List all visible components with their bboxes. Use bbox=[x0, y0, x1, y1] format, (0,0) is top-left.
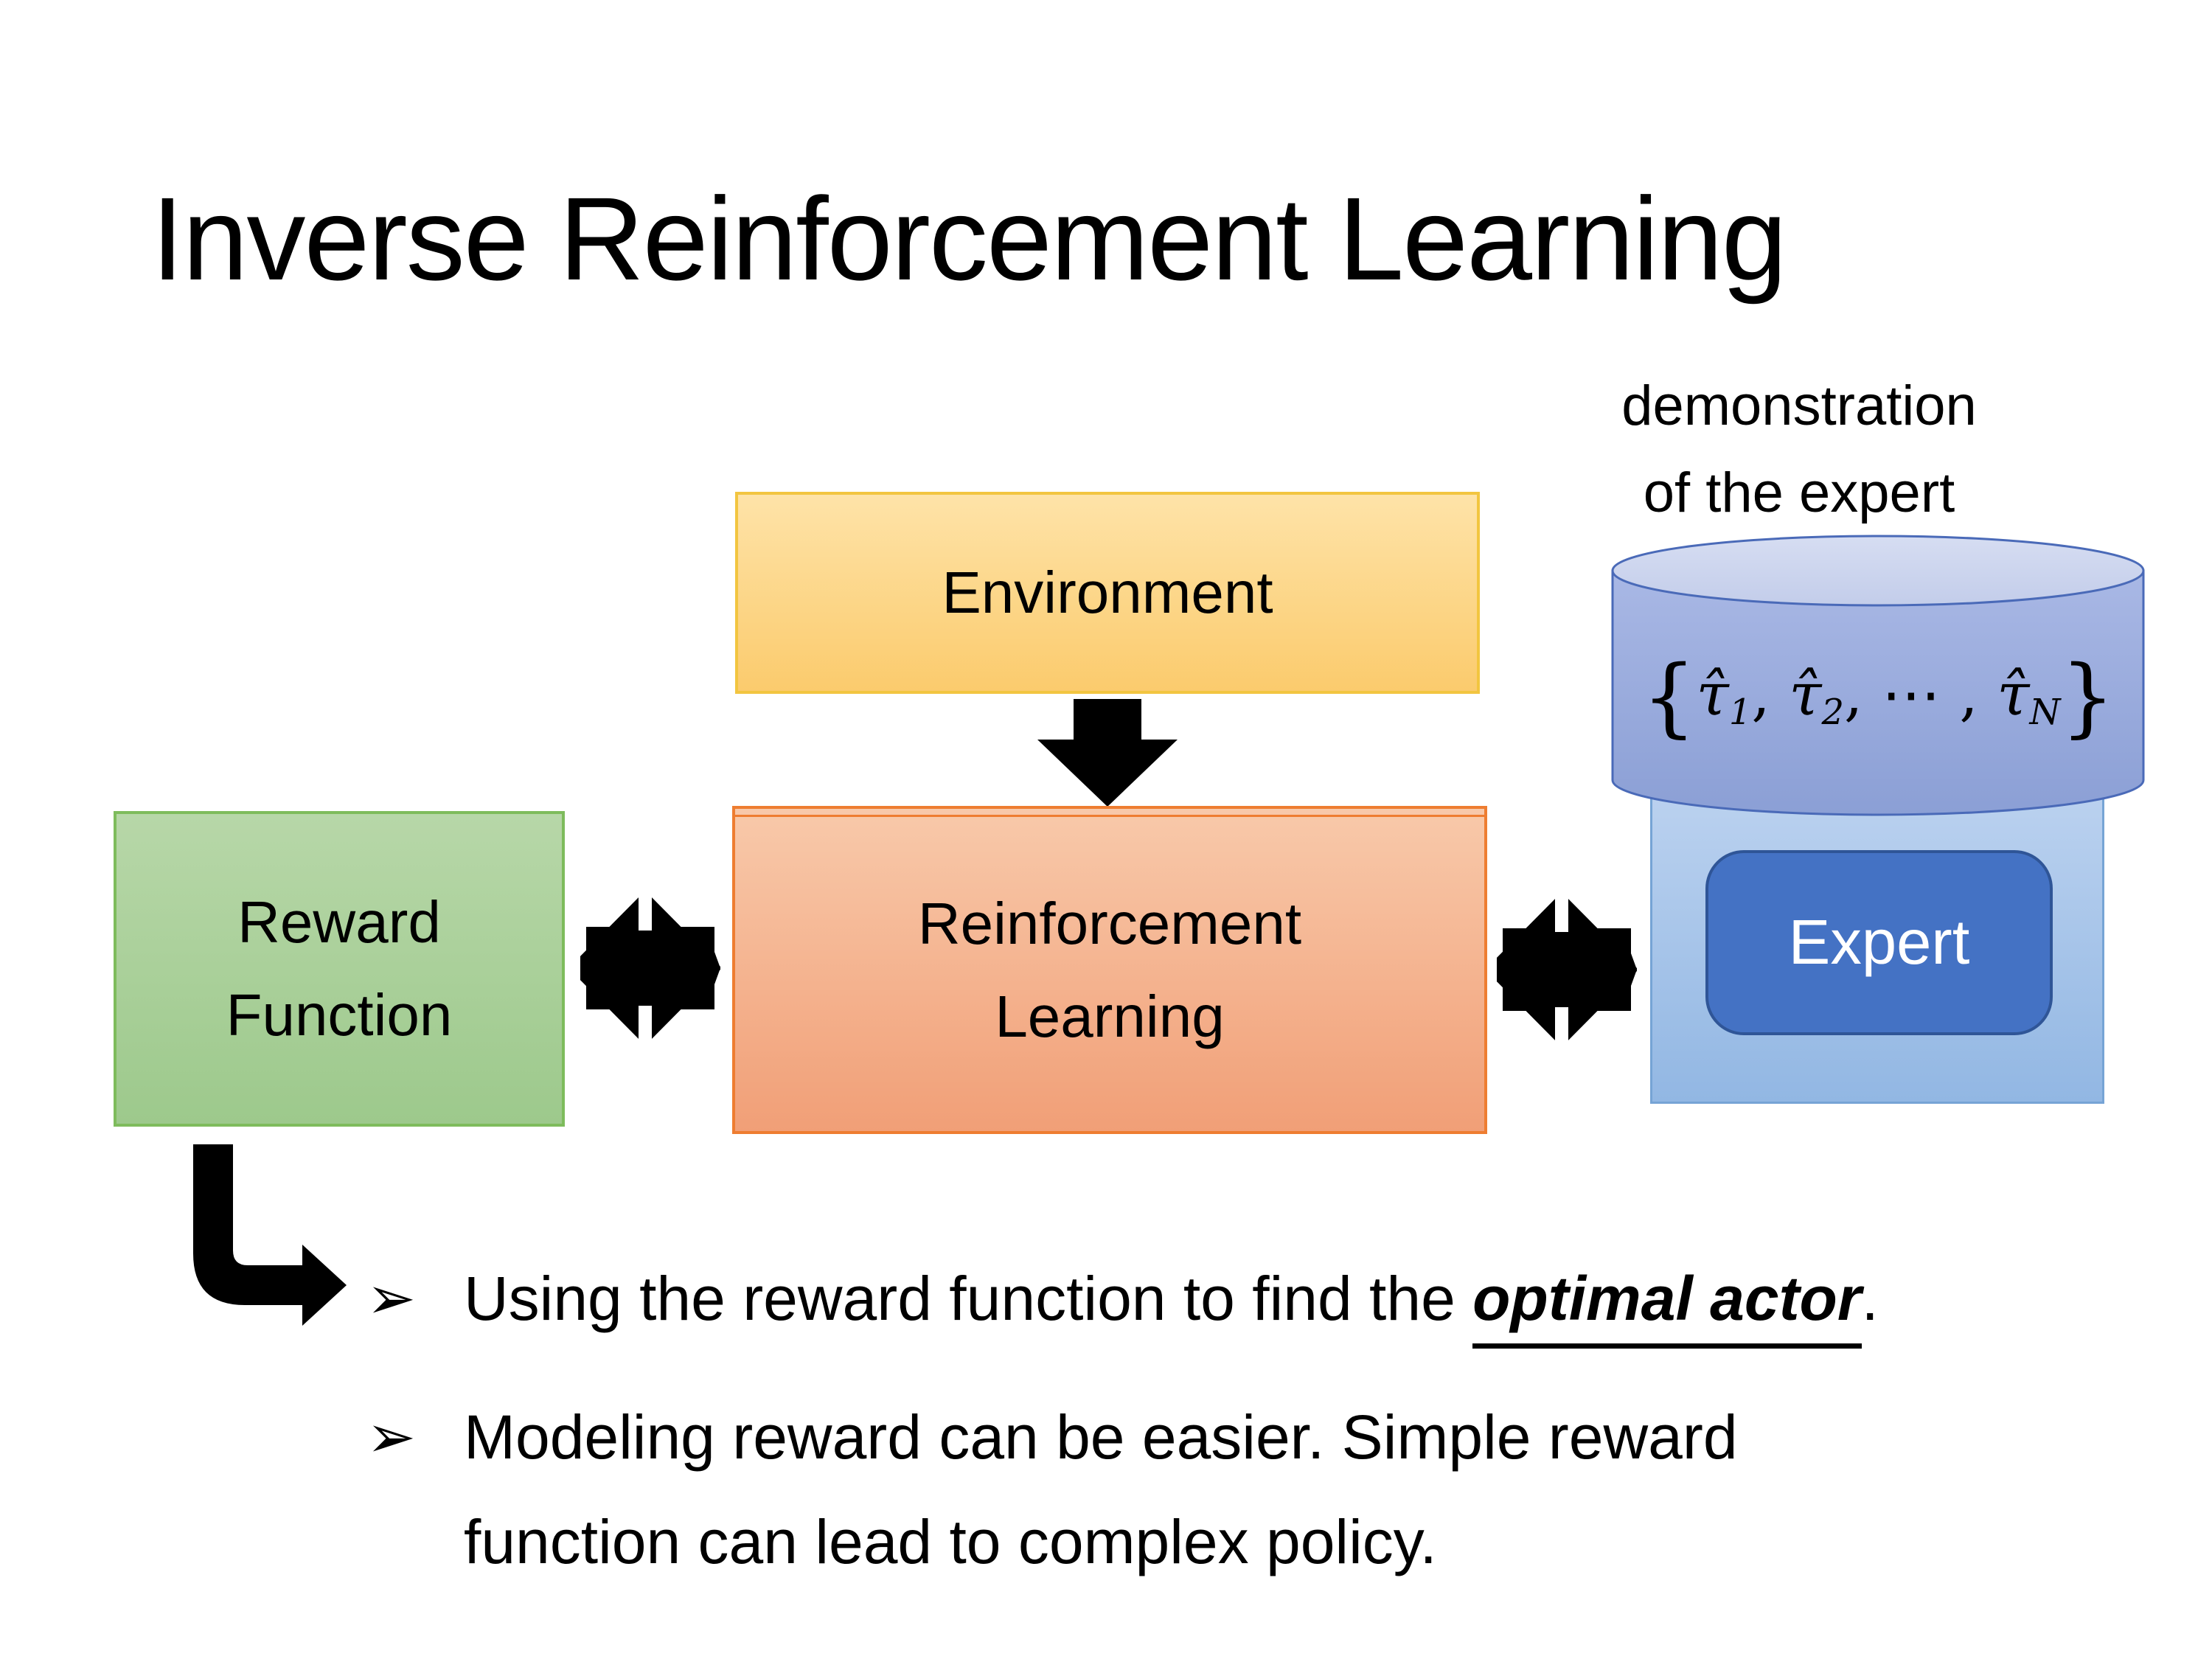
reinforcement-learning-box: Reinforcement Learning bbox=[732, 806, 1487, 1134]
slide-title: Inverse Reinforcement Learning bbox=[151, 173, 1787, 305]
environment-box: Environment bbox=[735, 492, 1480, 694]
reward-function-label-line2: Function bbox=[226, 982, 453, 1048]
demonstration-label-line1: demonstration bbox=[1621, 375, 1977, 437]
reward-function-box: Reward Function bbox=[114, 811, 565, 1127]
expert-label: Expert bbox=[1788, 907, 1970, 978]
bullet-modeling-reward: ➢ Modeling reward can be easier. Simple … bbox=[366, 1385, 2099, 1594]
formula-close-brace: } bbox=[2060, 647, 2115, 747]
bullet2-line1: Modeling reward can be easier. Simple re… bbox=[464, 1402, 1738, 1472]
bullet-marker-icon: ➢ bbox=[366, 1265, 417, 1331]
reinforcement-learning-label-line2: Learning bbox=[995, 983, 1225, 1049]
bullet-optimal-actor: ➢ Using the reward function to find the … bbox=[366, 1246, 2099, 1351]
demonstration-label: demonstration of the expert bbox=[1548, 363, 2050, 537]
down-arrow-icon bbox=[1037, 699, 1178, 807]
bullet1-emphasis: optimal actor bbox=[1472, 1264, 1862, 1349]
demonstration-label-line2: of the expert bbox=[1643, 462, 1955, 524]
trajectory-formula: {τ̂1, τ̂2, ⋯ , τ̂N} bbox=[1641, 647, 2115, 747]
environment-label: Environment bbox=[942, 560, 1273, 625]
bullet1-period: . bbox=[1861, 1264, 1879, 1333]
demonstration-cylinder bbox=[1611, 535, 2145, 816]
reward-function-label-line1: Reward bbox=[237, 889, 441, 955]
bullet1-text: Using the reward function to find the bbox=[464, 1264, 1473, 1333]
bullet2-line2: function can lead to complex policy. bbox=[464, 1507, 1437, 1576]
elbow-arrow-icon bbox=[193, 1144, 347, 1326]
reinforcement-learning-box-inner-line bbox=[735, 815, 1484, 817]
bullet-marker-icon: ➢ bbox=[366, 1404, 417, 1470]
exchange-arrow-left-icon bbox=[580, 891, 720, 1046]
reinforcement-learning-label-line1: Reinforcement bbox=[917, 890, 1302, 956]
exchange-arrow-right-icon bbox=[1497, 892, 1637, 1047]
expert-box: Expert bbox=[1705, 850, 2053, 1035]
formula-open-brace: { bbox=[1641, 647, 1697, 747]
